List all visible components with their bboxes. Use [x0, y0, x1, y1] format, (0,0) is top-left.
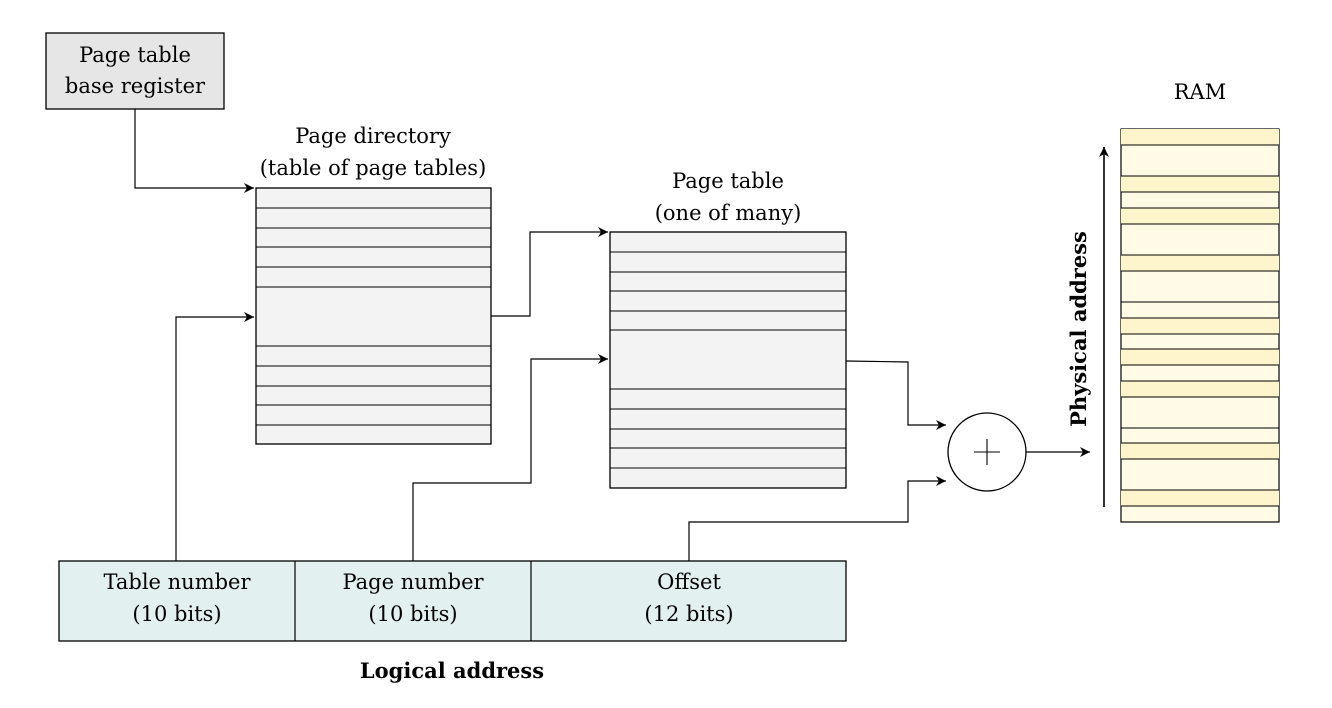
page-table-base-register: Page table base register: [45, 32, 225, 110]
logical-address: Table number (10 bits) Page number (10 b…: [58, 560, 847, 683]
offset-bits: (12 bits): [644, 602, 733, 626]
table-number-bits: (10 bits): [132, 602, 221, 626]
page-table-to-adder-arrow: [845, 360, 946, 430]
page-number-to-page-table-arrow: [412, 354, 608, 561]
adder: [947, 412, 1027, 492]
page-table-entries: [610, 251, 846, 469]
physical-address-label: Physical address: [1066, 231, 1091, 427]
directory-entries: [256, 207, 491, 426]
page-directory: Page directory (table of page tables): [255, 124, 492, 445]
ptbr-label-line1: Page table: [79, 43, 191, 67]
page-table-title-line1: Page table: [672, 169, 784, 193]
ptbr-to-directory-arrow: [134, 109, 254, 193]
table-number-to-directory-arrow: [175, 312, 254, 561]
ram-title: RAM: [1174, 80, 1226, 104]
page-number-field: Page number: [342, 570, 484, 594]
page-table: Page table (one of many): [609, 169, 847, 489]
directory-title-line2: (table of page tables): [260, 156, 487, 180]
logical-address-caption: Logical address: [360, 658, 544, 683]
ram-frame-lines: [1121, 144, 1279, 507]
ram: RAM: [1120, 80, 1280, 523]
connectors: [134, 109, 1090, 561]
table-number-field: Table number: [103, 570, 251, 594]
directory-to-page-table-arrow: [491, 227, 608, 317]
page-table-title-line2: (one of many): [655, 201, 802, 225]
offset-to-adder-arrow: [688, 476, 946, 561]
physical-address-axis: Physical address: [1066, 147, 1109, 507]
offset-field: Offset: [657, 570, 721, 594]
page-number-bits: (10 bits): [368, 602, 457, 626]
directory-title-line1: Page directory: [295, 124, 451, 148]
ptbr-label-line2: base register: [65, 74, 206, 98]
ram-frames-highlighted: [1121, 129, 1279, 506]
